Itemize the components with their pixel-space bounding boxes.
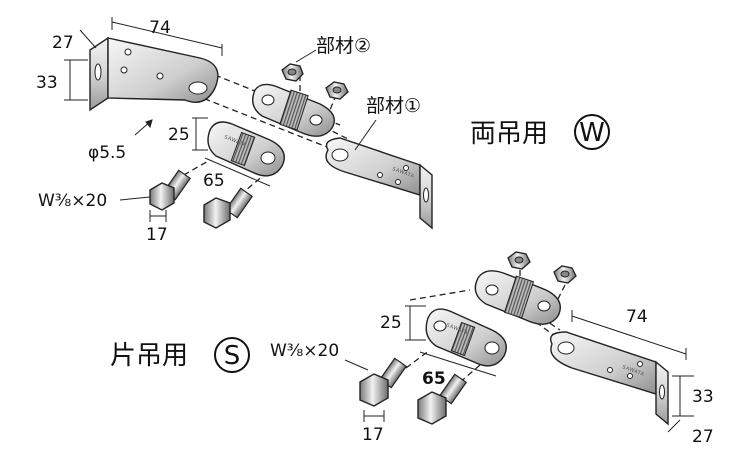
top-usage-heading: 両吊用 W	[470, 114, 610, 150]
bottom-assembly: SAWATA SAWATA	[110, 251, 714, 447]
bottom-dim-bracket-width: 27	[692, 427, 714, 447]
bottom-bolt-spec: W⅜×20	[270, 341, 339, 361]
bottom-nut-left	[507, 251, 531, 270]
bottom-nut-right	[553, 265, 577, 284]
top-dim-bracket-height: 33	[36, 73, 58, 93]
top-dim-bolt-head: 17	[146, 225, 168, 245]
bottom-bolt-left	[359, 357, 408, 407]
top-dimension-lines	[64, 17, 377, 222]
bottom-dim-strap-length: 65	[422, 369, 446, 389]
bottom-middle-strap	[474, 270, 561, 325]
top-left-l-bracket	[89, 36, 219, 112]
top-usage-circle	[574, 114, 610, 150]
top-bolt-spec: W⅜×20	[38, 191, 107, 211]
bottom-usage-heading: 片吊用 S	[110, 337, 250, 373]
top-part2-strap	[252, 83, 335, 137]
bottom-usage-label: 片吊用	[110, 341, 188, 371]
bottom-right-l-bracket: SAWATA	[549, 331, 669, 426]
bottom-dim-strap-width: 25	[380, 313, 402, 333]
bottom-usage-letter: S	[224, 341, 241, 371]
top-dim-hole: φ5.5	[88, 143, 126, 163]
top-dim-bracket-width: 27	[52, 33, 74, 53]
top-bolt-left	[149, 169, 192, 211]
top-nut-right	[325, 81, 349, 100]
bottom-dim-bracket-length: 74	[626, 307, 648, 327]
top-dim-bracket-length: 74	[149, 18, 171, 38]
bottom-dim-bracket-height: 33	[692, 387, 714, 407]
top-usage-label: 両吊用	[470, 119, 548, 149]
top-part1-label: 部材①	[366, 95, 421, 117]
top-dim-strap-width: 25	[168, 125, 190, 145]
bottom-bolt-right	[417, 373, 468, 425]
top-lower-strap: SAWATA	[207, 121, 285, 177]
bottom-dim-bolt-head: 17	[362, 425, 384, 445]
top-dim-strap-length: 65	[203, 171, 225, 191]
top-assembly: SAWATA SAWATA	[36, 17, 610, 245]
bottom-dimension-lines	[344, 305, 694, 433]
bottom-lower-strap: SAWATA	[425, 308, 507, 367]
top-part2-label: 部材②	[316, 35, 371, 57]
top-nut-left	[281, 63, 304, 82]
bottom-usage-circle	[214, 337, 250, 373]
top-right-l-bracket: SAWATA	[325, 137, 433, 230]
top-bolt-right	[203, 187, 254, 229]
top-usage-letter: W	[579, 118, 605, 148]
